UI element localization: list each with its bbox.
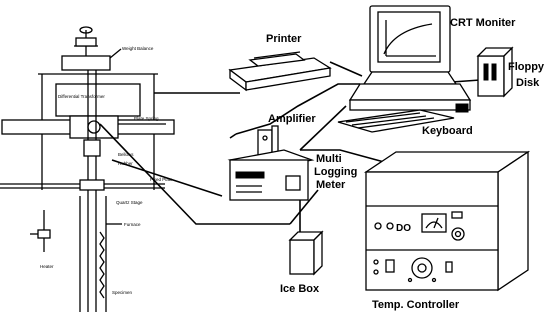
crt-monitor	[364, 6, 456, 84]
heater-label: Heater	[40, 264, 54, 269]
crt-monitor-label: CRT Moniter	[450, 17, 516, 29]
temp-controller: DO	[366, 152, 528, 290]
computer-unit	[350, 84, 470, 110]
floppy-disk-drive	[478, 48, 512, 96]
floppy-disk-label-line2: Disk	[516, 77, 540, 89]
svg-text:DO: DO	[396, 223, 411, 234]
floppy-disk-label-line1: Floppy	[508, 61, 545, 73]
meter-label-line1: Multi	[316, 153, 342, 165]
weight-balance-label: Weight Balance	[122, 46, 154, 51]
keyboard-label: Keyboard	[422, 125, 473, 137]
printer-label: Printer	[266, 33, 302, 45]
ice-box	[290, 232, 322, 274]
ice-box-label: Ice Box	[280, 283, 320, 295]
specimen-label: Specimen	[112, 290, 133, 295]
printer	[230, 52, 330, 90]
meter-label-line3: Meter	[316, 179, 346, 191]
side-probe	[30, 210, 50, 252]
quartz-stage-label: Quartz Stage	[116, 200, 143, 205]
amplifier-label: Amplifier	[268, 113, 316, 125]
weight-balance	[62, 27, 110, 70]
test-apparatus: Weight Balance Differential Transformer …	[0, 27, 174, 312]
furnace-label: Furnace	[124, 222, 141, 227]
temp-controller-label: Temp. Controller	[372, 299, 460, 311]
differential-transformer-label: Differential Transformer	[58, 94, 105, 99]
plate-spring-label: Plate Spring	[134, 116, 159, 121]
meter-label-line2: Logging	[314, 166, 357, 178]
multi-logging-meter	[230, 150, 312, 200]
